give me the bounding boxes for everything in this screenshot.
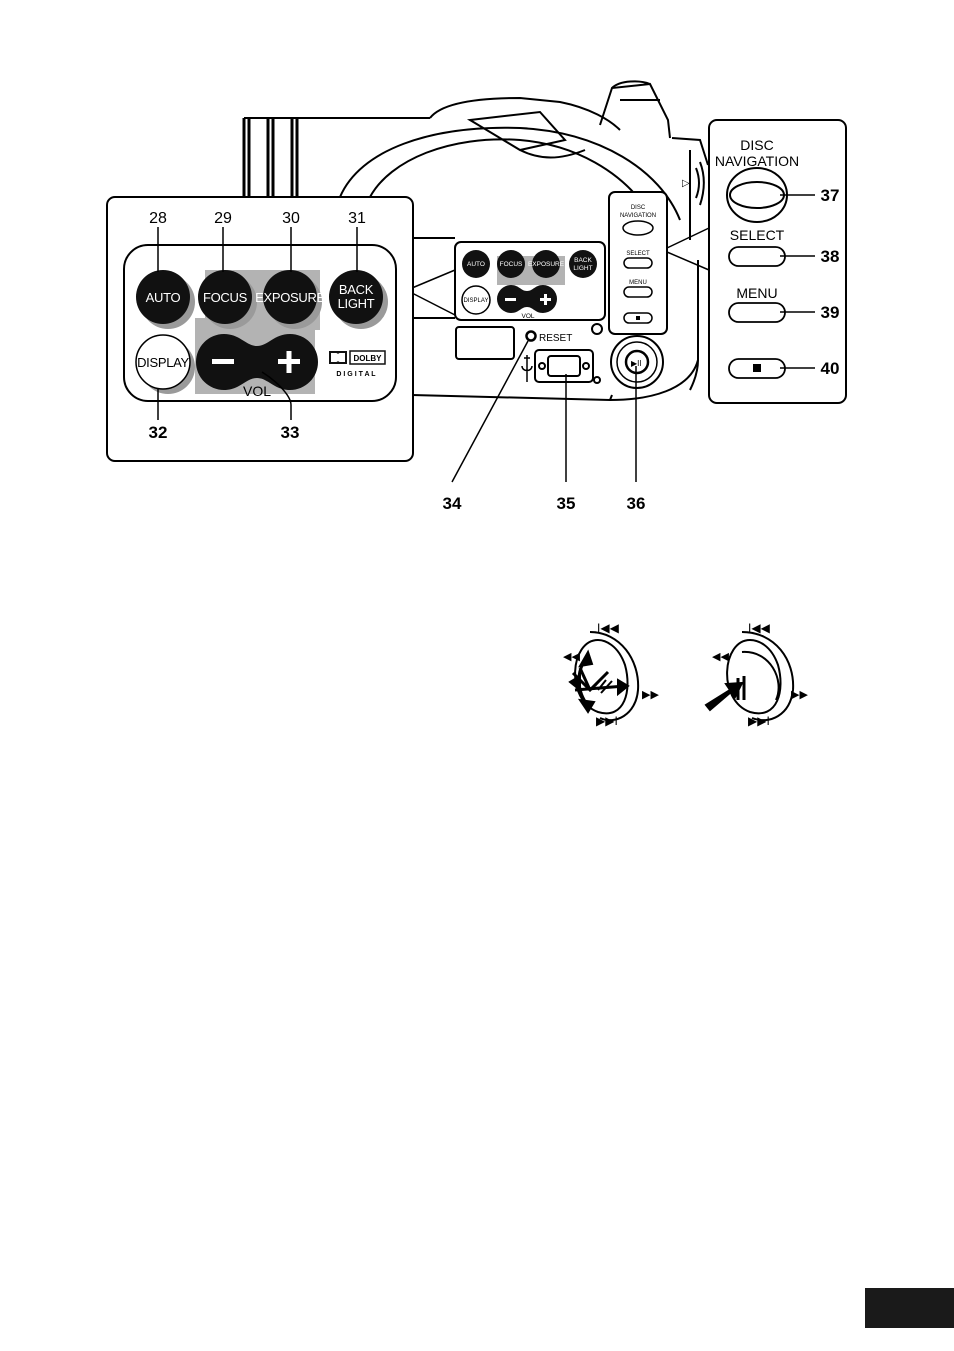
auto-label: AUTO — [146, 290, 181, 305]
mini-vol-label: VOL — [521, 313, 534, 320]
mini-menu-button[interactable] — [624, 287, 652, 297]
camera-mini-panel: AUTO FOCUS EXPOSURE BACK LIGHT DISPLAY V… — [455, 242, 605, 320]
select-label: SELECT — [730, 227, 785, 243]
vol-plus-icon-v — [287, 351, 292, 373]
svg-text:▶▶: ▶▶ — [642, 689, 659, 701]
mini-light-label: LIGHT — [573, 265, 592, 272]
callout-32: 32 — [149, 423, 168, 442]
svg-text:I◀◀: I◀◀ — [748, 621, 771, 635]
callout-37: 37 — [821, 186, 840, 205]
focus-label: FOCUS — [203, 290, 248, 305]
callout-35: 35 — [557, 494, 576, 513]
callout-34: 34 — [443, 494, 462, 513]
callout-28: 28 — [149, 210, 167, 227]
svg-text:▶▶I: ▶▶I — [748, 714, 770, 728]
backlight-label-1: BACK — [339, 282, 374, 297]
callout-36: 36 — [627, 494, 646, 513]
callout-31: 31 — [348, 210, 366, 227]
mini-back-label: BACK — [574, 257, 592, 264]
vol-minus-icon — [212, 359, 234, 364]
mini-auto-label: AUTO — [467, 261, 485, 268]
mini-select-label: SELECT — [626, 251, 650, 257]
disc-navigation-label-1: DISC — [740, 137, 773, 153]
mini-exposure-label: EXPOSURE — [528, 261, 565, 268]
mini-select-button[interactable] — [624, 258, 652, 268]
display-label: DISPLAY — [137, 355, 189, 370]
mini-display-label: DISPLAY — [464, 298, 489, 304]
select-button[interactable] — [729, 247, 785, 266]
backlight-label-2: LIGHT — [338, 296, 375, 311]
svg-text:▶▶I: ▶▶I — [596, 714, 618, 728]
reset-label: RESET — [539, 333, 572, 344]
vol-label: VOL — [243, 383, 271, 399]
camera-joystick[interactable]: ▶II — [611, 336, 663, 388]
callout-39: 39 — [821, 303, 840, 322]
exposure-label: EXPOSURE — [255, 290, 325, 305]
svg-text:I◀◀: I◀◀ — [597, 621, 620, 635]
mini-menu-label: MENU — [629, 280, 647, 286]
joystick-press-illustration: I◀◀ ◀◀ ▶▶ ▶▶I — [706, 621, 808, 728]
callout-38: 38 — [821, 247, 840, 266]
disc-navigation-label-2: NAVIGATION — [715, 153, 799, 169]
svg-text:▶▶: ▶▶ — [791, 689, 808, 701]
dolby-text: DOLBY — [354, 354, 383, 363]
callout-33: 33 — [281, 423, 300, 442]
svg-text:◀◀: ◀◀ — [712, 651, 729, 663]
page-tab — [865, 1288, 954, 1328]
stop-icon — [753, 364, 761, 372]
mini-backlight-button[interactable] — [569, 250, 597, 278]
svg-text:▷: ▷ — [682, 178, 690, 189]
mini-focus-label: FOCUS — [500, 261, 523, 268]
callout-29: 29 — [214, 210, 232, 227]
reset-button[interactable] — [527, 332, 536, 341]
svg-text:◀◀: ◀◀ — [563, 651, 580, 663]
mini-disc-label-1: DISC — [631, 205, 646, 211]
menu-button[interactable] — [729, 303, 785, 322]
callout-30: 30 — [282, 210, 300, 227]
digital-text: D I G I T A L — [336, 371, 376, 378]
mini-disc-nav-button[interactable] — [623, 221, 653, 235]
left-zoom-panel: AUTO FOCUS EXPOSURE BACK LIGHT DISPLAY V… — [107, 197, 413, 461]
leader-lines-bottom — [452, 341, 636, 482]
menu-label: MENU — [736, 285, 777, 301]
callout-40: 40 — [821, 359, 840, 378]
joystick-tilt-illustration: I◀◀ ◀◀ ▶▶ ▶▶I — [563, 621, 659, 728]
mini-disc-label-2: NAVIGATION — [620, 213, 656, 219]
camera-mini-nav-panel: DISC NAVIGATION SELECT MENU — [609, 192, 667, 334]
